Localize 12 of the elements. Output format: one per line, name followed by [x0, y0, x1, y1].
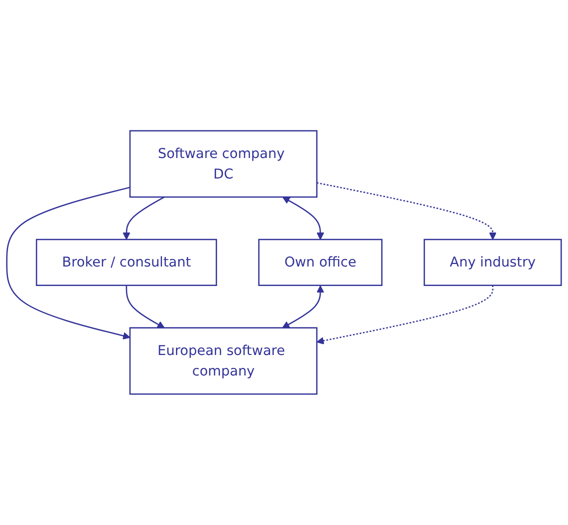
arrow — [282, 285, 324, 328]
arrow — [282, 196, 324, 240]
arrow — [316, 285, 494, 344]
node-box: Any industry — [424, 238, 562, 286]
arrow — [316, 182, 496, 240]
arrow — [6, 186, 130, 340]
node-box: Broker / consultant — [36, 238, 218, 286]
node-box: Software company DC — [129, 130, 318, 198]
node-box: Own office — [258, 238, 382, 286]
arrow — [122, 196, 165, 240]
node-box: European software company — [129, 327, 318, 395]
arrow — [126, 285, 165, 328]
